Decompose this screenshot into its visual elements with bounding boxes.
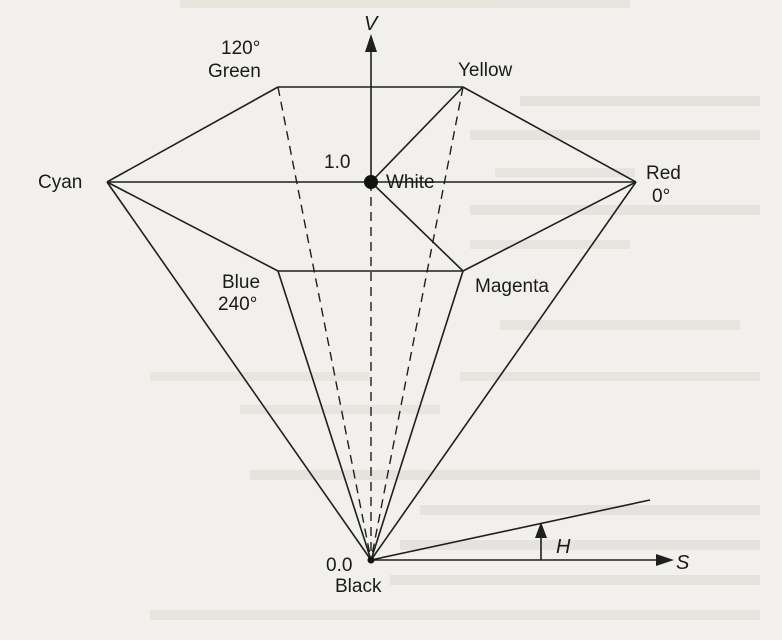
green-angle-label: 120° [221, 38, 260, 59]
hue-angle-label: H [556, 536, 571, 558]
black-label: Black [335, 576, 382, 597]
magenta-label: Magenta [475, 276, 549, 297]
hue-angle-ray [370, 499, 651, 561]
edge-cyan-black [106, 181, 372, 561]
s-axis: S [371, 552, 690, 574]
white-value-label: 1.0 [324, 152, 350, 173]
hue-angle-arrowhead [535, 522, 547, 538]
cyan-label: Cyan [38, 172, 82, 193]
v-axis-arrowhead [365, 34, 377, 52]
edge-yellow-red [462, 86, 637, 183]
hue-angle-indicator: H [370, 499, 651, 561]
v-axis-label: V [364, 13, 379, 35]
s-axis-arrowhead [656, 554, 674, 566]
green-label: Green [208, 61, 261, 82]
s-axis-label: S [676, 552, 690, 574]
yellow-label: Yellow [458, 60, 513, 81]
line-white-magenta [370, 181, 464, 272]
black-point-dot [367, 556, 375, 564]
blue-angle-label: 240° [218, 294, 257, 315]
edge-blue-black [277, 270, 372, 561]
hidden-edges [277, 86, 464, 561]
edge-blue-cyan [106, 181, 279, 272]
red-label: Red [646, 163, 681, 184]
hidden-edge-yellow-black [370, 86, 464, 561]
white-label: White [386, 172, 435, 193]
edge-magenta-black [370, 270, 464, 561]
black-value-label: 0.0 [326, 555, 352, 576]
show-through-texture [150, 0, 760, 620]
vertex-labels: 120° Green Yellow Cyan 1.0 White Red 0° … [38, 38, 681, 597]
edge-red-black [370, 181, 637, 561]
line-white-yellow [370, 86, 464, 183]
red-angle-label: 0° [652, 186, 670, 207]
hidden-edge-green-black [277, 86, 372, 561]
blue-label: Blue [222, 272, 260, 293]
edge-red-magenta [462, 181, 637, 272]
edge-cyan-green [106, 86, 279, 183]
white-point-dot [364, 175, 378, 189]
cone-side-edges [106, 181, 637, 561]
v-axis: V [364, 13, 379, 182]
